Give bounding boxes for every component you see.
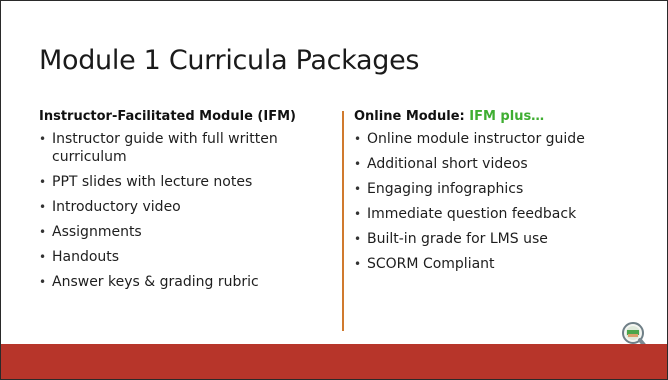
bullet-icon: •: [39, 225, 47, 239]
bullet-icon: •: [354, 157, 362, 171]
column-divider: [342, 111, 344, 331]
ifm-heading: Instructor-Facilitated Module (IFM): [39, 109, 296, 124]
online-heading-prefix: Online Module:: [354, 109, 470, 124]
list-item: •Assignments: [39, 224, 142, 240]
online-heading-accent: IFM plus…: [469, 109, 545, 124]
bullet-icon: •: [354, 182, 362, 196]
bullet-icon: •: [39, 132, 47, 146]
bullet-icon: •: [39, 250, 47, 264]
bullet-icon: •: [39, 200, 47, 214]
list-item: •Immediate question feedback: [354, 206, 577, 222]
list-item: •Introductory video: [39, 199, 181, 215]
bullet-icon: •: [354, 257, 362, 271]
list-item: •Engaging infographics: [354, 181, 524, 197]
bullet-icon: •: [354, 207, 362, 221]
online-column: Online Module: IFM plus… •Online module …: [354, 109, 644, 280]
bullet-icon: •: [39, 275, 47, 289]
slide-title: Module 1 Curricula Packages: [39, 45, 420, 76]
ifm-list: •Instructor guide with full written curr…: [39, 130, 341, 291]
bullet-icon: •: [354, 232, 362, 246]
list-item: •Answer keys & grading rubric: [39, 274, 259, 290]
list-item: •Built-in grade for LMS use: [354, 231, 548, 247]
list-item: •PPT slides with lecture notes: [39, 174, 253, 190]
footer-bar: [1, 344, 667, 379]
list-item: •Instructor guide with full written curr…: [39, 131, 278, 165]
list-item: •Additional short videos: [354, 156, 528, 172]
online-heading: Online Module: IFM plus…: [354, 109, 644, 124]
list-item: •Online module instructor guide: [354, 131, 585, 147]
ifm-column: Instructor-Facilitated Module (IFM) •Ins…: [39, 109, 341, 298]
bullet-icon: •: [354, 132, 362, 146]
list-item: •Handouts: [39, 249, 120, 265]
online-list: •Online module instructor guide •Additio…: [354, 130, 644, 273]
bullet-icon: •: [39, 175, 47, 189]
list-item: •SCORM Compliant: [354, 256, 495, 272]
